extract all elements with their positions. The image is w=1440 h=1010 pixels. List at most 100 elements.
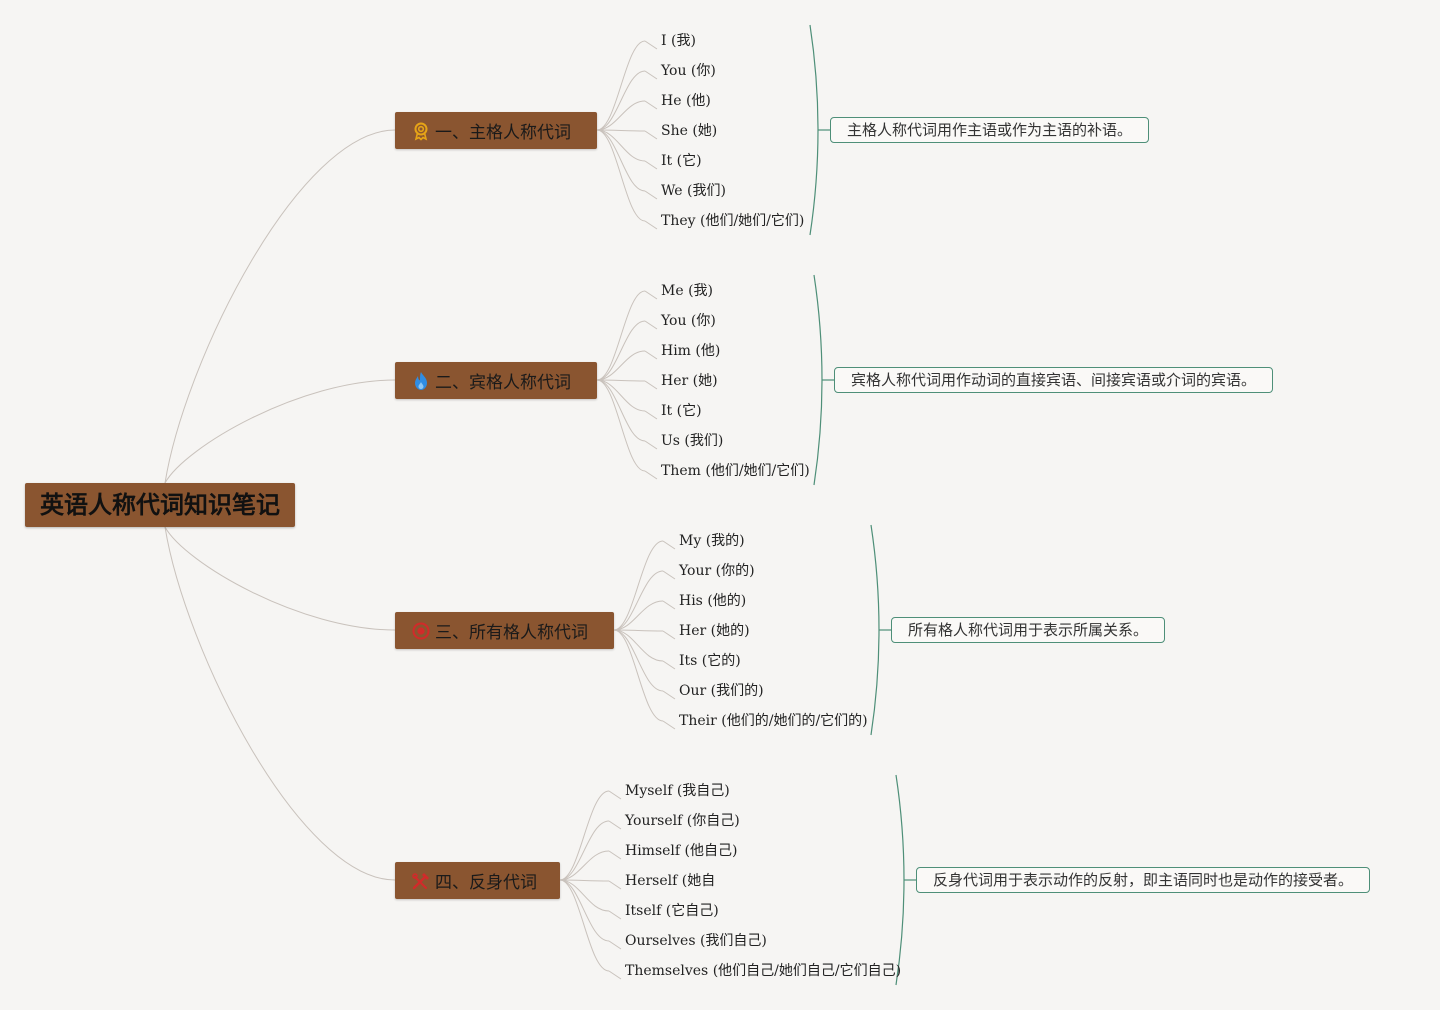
leaf-connector: [559, 790, 610, 881]
leaf-item[interactable]: Themselves (他们自己/她们自己/它们自己): [625, 963, 902, 979]
leaf-connector: [596, 379, 646, 382]
tools-icon: [411, 871, 431, 891]
leaf-item[interactable]: Her (她的): [679, 623, 750, 639]
branch-possessive[interactable]: 三、所有格人称代词: [395, 612, 614, 649]
leaf-connector: [596, 379, 646, 442]
root-topic[interactable]: 英语人称代词知识笔记: [25, 483, 295, 527]
leaf-connector: [596, 350, 646, 381]
leaf-connector: [596, 290, 646, 381]
leaf-item[interactable]: She (她): [661, 123, 718, 139]
leaf-item[interactable]: They (他们/她们/它们): [661, 213, 805, 229]
leaf-connector-tail: [644, 160, 658, 170]
leaf-item[interactable]: Their (他们的/她们的/它们的): [679, 713, 868, 729]
leaf-connector: [613, 629, 664, 722]
leaf-connector-tail: [608, 850, 622, 860]
leaf-connector-tail: [608, 820, 622, 830]
leaf-item[interactable]: Your (你的): [679, 563, 755, 579]
leaf-connector: [596, 40, 646, 131]
leaf-connector: [559, 850, 610, 881]
leaf-item[interactable]: Ourselves (我们自己): [625, 933, 767, 949]
leaf-item[interactable]: My (我的): [679, 533, 745, 549]
leaf-item[interactable]: Her (她): [661, 373, 718, 389]
leaf-connector: [559, 820, 610, 881]
leaf-connector-tail: [644, 40, 658, 50]
leaf-connector-tail: [662, 570, 676, 580]
leaf-item[interactable]: Myself (我自己): [625, 783, 730, 799]
leaf-connector-tail: [608, 880, 622, 890]
leaf-connector-tail: [662, 540, 676, 550]
leaf-item[interactable]: He (他): [661, 93, 711, 109]
leaf-item[interactable]: Our (我们的): [679, 683, 764, 699]
leaf-item[interactable]: Him (他): [661, 343, 721, 359]
leaf-connector: [613, 629, 664, 662]
summary-brace: [809, 24, 819, 236]
leaf-item[interactable]: Me (我): [661, 283, 713, 299]
leaf-item[interactable]: His (他的): [679, 593, 747, 609]
summary-brace: [870, 524, 880, 736]
summary-possessive[interactable]: 所有格人称代词用于表示所属关系。: [891, 617, 1166, 643]
branch-nominative[interactable]: 一、主格人称代词: [395, 112, 597, 149]
branch-label: 四、反身代词: [435, 873, 537, 893]
leaf-connector: [559, 879, 610, 912]
leaf-connector-tail: [644, 350, 658, 360]
radio-circle-icon: [411, 621, 431, 641]
leaf-item[interactable]: Us (我们): [661, 433, 724, 449]
leaf-connector-tail: [662, 690, 676, 700]
root-connector: [164, 379, 396, 484]
leaf-connector: [613, 629, 664, 692]
leaf-connector-tail: [644, 440, 658, 450]
leaf-item[interactable]: Them (他们/她们/它们): [661, 463, 810, 479]
leaf-connector-tail: [608, 970, 622, 980]
leaf-connector-tail: [608, 790, 622, 800]
leaf-connector: [613, 540, 664, 631]
root-connector: [164, 526, 396, 881]
root-title: 英语人称代词知识笔记: [40, 491, 280, 519]
leaf-connector-tail: [608, 940, 622, 950]
leaf-item[interactable]: Its (它的): [679, 653, 741, 669]
root-connector: [164, 526, 396, 631]
leaf-connector-tail: [644, 220, 658, 230]
leaf-connector-tail: [644, 290, 658, 300]
award-ribbon-icon: [411, 121, 431, 141]
summary-reflexive[interactable]: 反身代词用于表示动作的反射，即主语同时也是动作的接受者。: [916, 867, 1371, 893]
branch-objective[interactable]: 二、宾格人称代词: [395, 362, 597, 399]
leaf-connector-tail: [644, 470, 658, 480]
leaf-item[interactable]: Herself (她自: [625, 873, 716, 889]
leaf-item[interactable]: You (你): [661, 63, 716, 79]
leaf-connector-tail: [608, 910, 622, 920]
leaf-connector: [596, 129, 646, 132]
leaf-connector: [559, 879, 610, 942]
leaf-item[interactable]: Himself (他自己): [625, 843, 738, 859]
leaf-connector: [596, 100, 646, 131]
leaf-item[interactable]: It (它): [661, 403, 702, 419]
leaf-connector: [613, 570, 664, 631]
root-connector: [164, 129, 396, 484]
summary-nominative[interactable]: 主格人称代词用作主语或作为主语的补语。: [830, 117, 1150, 143]
leaf-item[interactable]: Yourself (你自己): [625, 813, 740, 829]
leaf-item[interactable]: Itself (它自己): [625, 903, 719, 919]
leaf-item[interactable]: I (我): [661, 33, 696, 49]
branch-reflexive[interactable]: 四、反身代词: [395, 862, 560, 899]
leaf-connector: [596, 129, 646, 192]
leaf-connector-tail: [644, 320, 658, 330]
leaf-connector-tail: [662, 720, 676, 730]
leaf-connector-tail: [644, 410, 658, 420]
summary-brace: [813, 274, 823, 486]
summary-brace: [895, 774, 905, 986]
leaf-connector: [596, 129, 646, 162]
leaf-connector: [596, 379, 646, 412]
branch-label: 一、主格人称代词: [435, 123, 571, 143]
summary-objective[interactable]: 宾格人称代词用作动词的直接宾语、间接宾语或介词的宾语。: [834, 367, 1274, 393]
flame-icon: [411, 371, 431, 391]
leaf-item[interactable]: It (它): [661, 153, 702, 169]
branch-label: 三、所有格人称代词: [435, 623, 588, 643]
leaf-connector: [596, 129, 646, 222]
leaf-connector: [613, 600, 664, 631]
leaf-connector: [559, 879, 610, 972]
leaf-connector-tail: [644, 130, 658, 140]
leaf-item[interactable]: We (我们): [661, 183, 726, 199]
leaf-connector-tail: [662, 600, 676, 610]
leaf-item[interactable]: You (你): [661, 313, 716, 329]
leaf-connector: [596, 379, 646, 472]
